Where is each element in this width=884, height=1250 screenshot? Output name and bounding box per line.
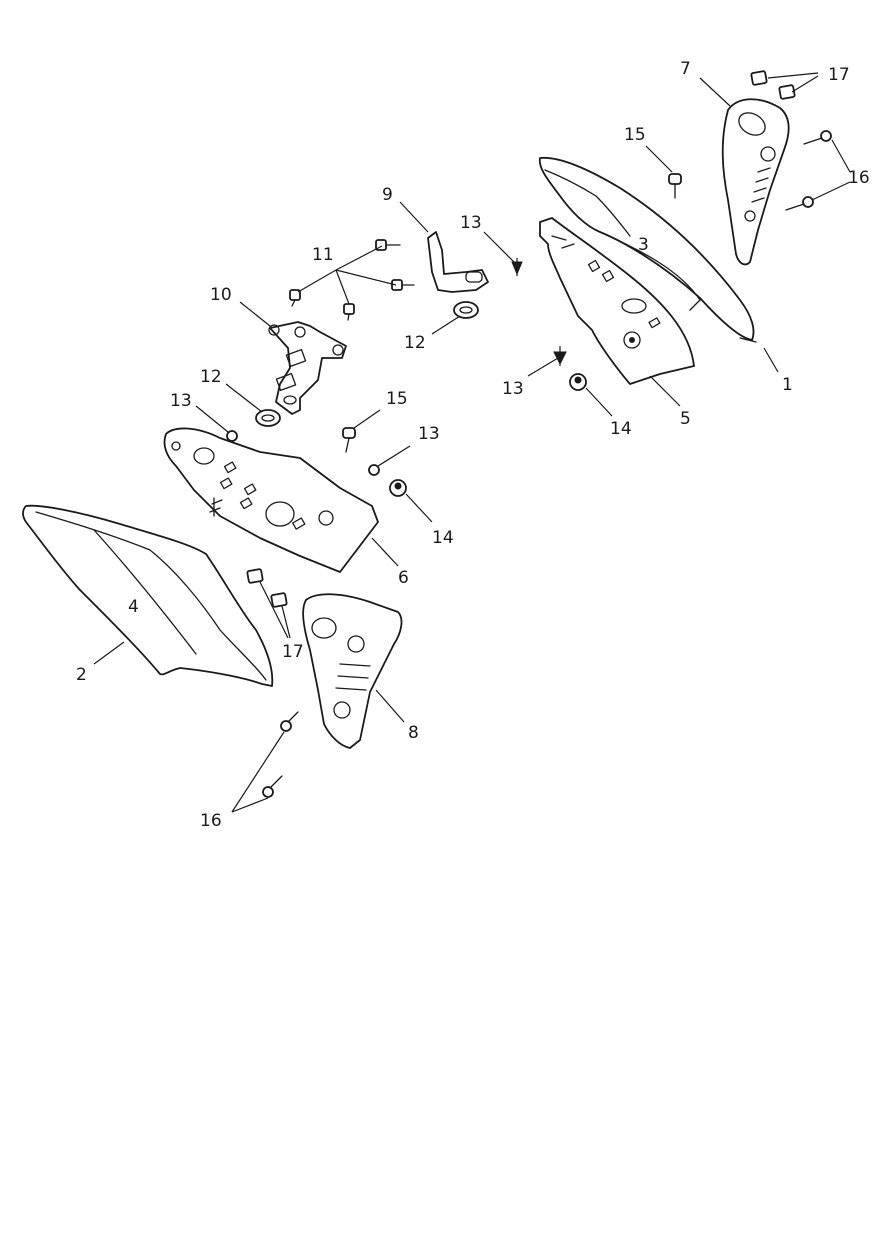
callout-17a: 17 [828, 65, 850, 85]
callout-13a: 13 [460, 213, 482, 233]
fastener-bolt-11b [391, 279, 415, 291]
part-8-left-cover [302, 593, 403, 749]
fastener-clip-17d [270, 592, 288, 608]
fastener-bolt-11a [375, 239, 401, 251]
fastener-clip-17c [246, 568, 264, 584]
callout-15a: 15 [624, 125, 646, 145]
callout-14b: 14 [432, 528, 454, 548]
callout-13d: 13 [418, 424, 440, 444]
callout-4: 4 [128, 597, 139, 617]
fastener-grommet-12b [255, 409, 281, 427]
callout-12b: 12 [200, 367, 222, 387]
callout-1: 1 [782, 375, 793, 395]
part-10-bracket [268, 321, 347, 415]
callout-14a: 14 [610, 419, 632, 439]
part-6-left-inner-shield [163, 427, 379, 573]
fastener-clip-13c [226, 430, 238, 442]
callout-7: 7 [680, 59, 691, 79]
callout-5: 5 [680, 409, 691, 429]
fastener-bolt-16d [262, 775, 283, 798]
fastener-bolt-11c [289, 289, 301, 307]
part-7-right-cover [721, 98, 790, 266]
callout-16a: 16 [848, 168, 870, 188]
fastener-clip-17a [750, 70, 768, 86]
callout-16b: 16 [200, 811, 222, 831]
part-1-right-side-panel [538, 156, 757, 343]
callout-6: 6 [398, 568, 409, 588]
fastener-bolt-16a [803, 130, 832, 145]
part-2-left-side-panel [22, 504, 274, 687]
callout-labels: 1 2 3 4 5 6 7 8 9 10 11 12 12 13 13 13 1… [76, 59, 870, 831]
callout-8: 8 [408, 723, 419, 743]
fastener-bolt-16c [280, 711, 299, 732]
part-9-bracket [427, 231, 489, 293]
callout-2: 2 [76, 665, 87, 685]
callout-15b: 15 [386, 389, 408, 409]
callout-17b: 17 [282, 642, 304, 662]
fastener-clip-13a [511, 258, 523, 276]
callout-12a: 12 [404, 333, 426, 353]
callout-13b: 13 [502, 379, 524, 399]
fastener-nut-14a [569, 373, 587, 391]
callout-11: 11 [312, 245, 334, 265]
fastener-clip-13d [368, 464, 380, 476]
callout-10: 10 [210, 285, 232, 305]
fastener-screw-15b [342, 427, 356, 453]
callout-3: 3 [638, 235, 649, 255]
callout-9: 9 [382, 185, 393, 205]
fastener-grommet-12a [453, 301, 479, 319]
fastener-screw-15a [668, 173, 682, 199]
fastener-bolt-11d [343, 303, 355, 321]
callout-13c: 13 [170, 391, 192, 411]
leader-lines [93, 72, 851, 813]
fastener-nut-14b [389, 479, 407, 497]
fastener-bolt-16b [785, 196, 814, 211]
fastener-clip-13b [553, 346, 567, 366]
part-5-right-inner-shield [539, 217, 695, 385]
